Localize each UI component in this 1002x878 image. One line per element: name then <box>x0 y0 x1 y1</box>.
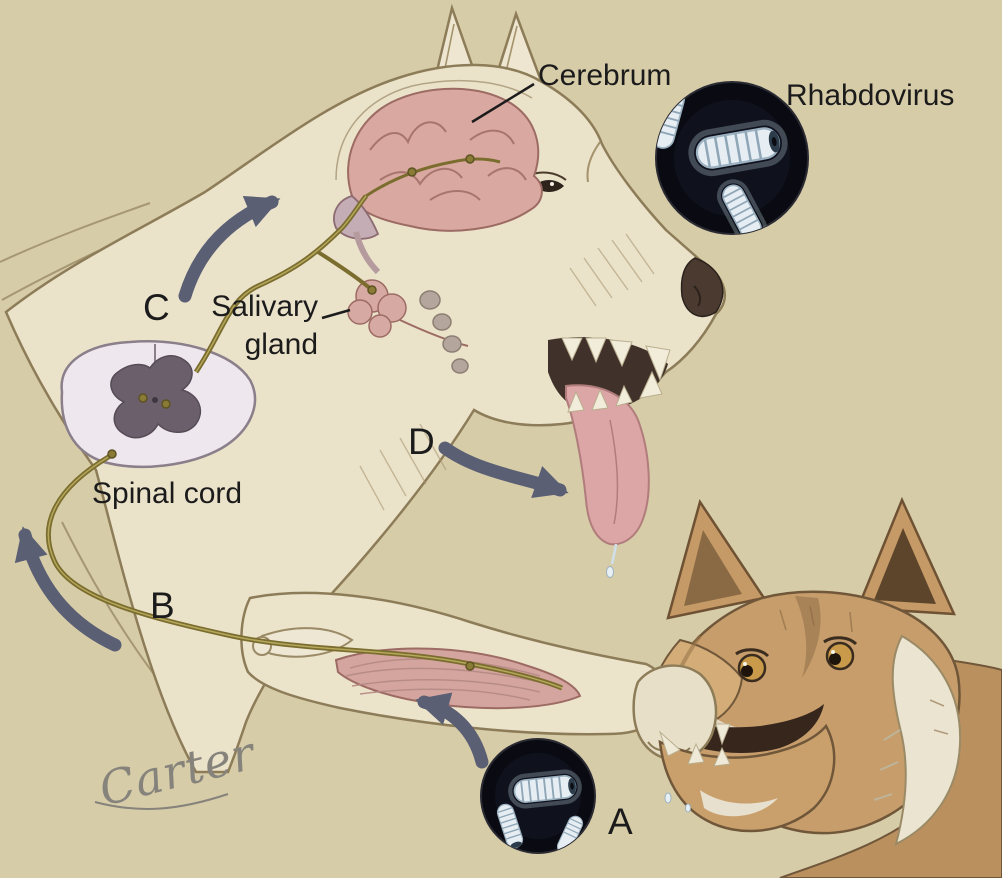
dog-tongue <box>565 384 650 546</box>
virus-particle <box>496 803 524 849</box>
tongue-crease <box>609 419 619 525</box>
flow-arrows <box>14 195 569 769</box>
virus-inset-bottom <box>480 738 596 854</box>
virus-inset-top <box>655 81 809 235</box>
skull-outline <box>335 79 533 181</box>
nerve-to-salivary-gland <box>316 250 374 292</box>
label-step-c: C <box>143 287 170 328</box>
fox-fur-strokes <box>779 605 949 735</box>
fox-chin-patch <box>700 790 778 817</box>
signature-flourish <box>94 793 229 810</box>
drool-strand <box>610 543 618 565</box>
nerve-pathway <box>45 154 563 691</box>
spinal-cord-cross-section <box>60 340 257 469</box>
arrow-b <box>14 526 122 652</box>
arrow-a <box>415 692 489 769</box>
face-line <box>586 141 601 183</box>
label-salivary-gland: Salivary gland <box>211 290 318 361</box>
arrow-d <box>438 441 569 498</box>
fox-drool-drop <box>685 803 691 813</box>
fox-illustration <box>632 496 1002 878</box>
fox-forehead-blaze <box>795 596 821 678</box>
dog-teeth <box>561 337 671 413</box>
nostril <box>693 285 702 307</box>
virus-particle <box>688 119 788 177</box>
leg-muscle <box>334 647 582 710</box>
salivary-gland-illustration <box>347 279 469 347</box>
leader-line-cerebrum <box>471 82 535 124</box>
fox-cheek-ruff <box>873 634 962 846</box>
nerve-in-brain <box>365 157 501 198</box>
leader-line-salivary-gland <box>321 308 351 320</box>
label-step-d: D <box>408 421 435 462</box>
fox-lower-teeth <box>658 730 731 767</box>
fur-hatching <box>359 233 655 511</box>
brainstem <box>353 231 381 275</box>
label-rhabdovirus: Rhabdovirus <box>786 79 955 112</box>
label-step-b: B <box>150 585 175 626</box>
arrow-c <box>178 195 281 303</box>
central-canal <box>152 397 158 403</box>
label-cerebrum: Cerebrum <box>538 59 672 92</box>
gland-chain <box>419 290 469 374</box>
fox-ears <box>666 496 957 620</box>
virus-particle <box>508 769 582 809</box>
fox-eyes <box>735 636 858 683</box>
label-step-a: A <box>608 801 633 842</box>
drool-drop <box>606 566 614 578</box>
nerve-ganglia <box>107 154 475 671</box>
dog-illustration <box>4 3 726 774</box>
brain-gyri <box>369 121 527 201</box>
salivary-duct <box>399 319 469 347</box>
gray-matter <box>110 355 202 439</box>
dog-nose <box>680 257 724 317</box>
label-spinal-cord: Spinal cord <box>92 477 243 510</box>
fox-drool-drop <box>664 792 672 804</box>
